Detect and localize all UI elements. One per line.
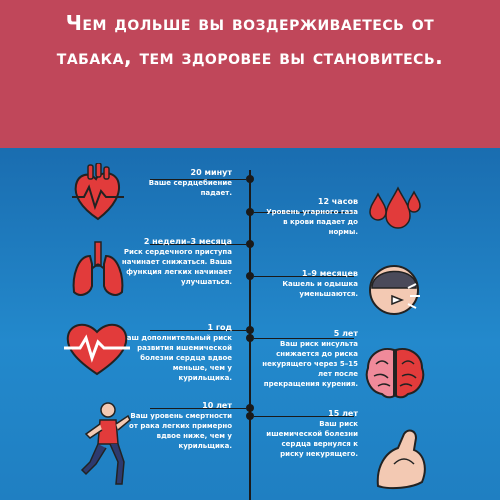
milestone-15-years: 15 лет Ваш риск ишемической болезни серд… [262, 408, 358, 459]
milestone-desc: Риск сердечного приступа начинает снижат… [121, 248, 232, 286]
milestone-desc: Кашель и одышка уменьшаются. [282, 280, 358, 298]
milestone-desc: Ваш риск ишемической болезни сердца верн… [266, 420, 358, 458]
milestone-time: 5 лет [333, 329, 358, 338]
timeline-tick [150, 408, 246, 409]
timeline-tick [150, 330, 246, 331]
milestone-desc: Ваш дополнительный риск развития ишемиче… [121, 334, 232, 382]
timeline-tick [150, 244, 246, 245]
milestone-time: 15 лет [328, 409, 358, 418]
timeline-dot [246, 272, 254, 280]
milestone-time: 12 часов [317, 197, 358, 206]
timeline-dot [246, 404, 254, 412]
page-title: Чем дольше вы воздерживаетесь от табака,… [56, 11, 444, 69]
milestone-desc: Ваш уровень смертности от рака легких пр… [129, 412, 232, 450]
timeline-dot [246, 240, 254, 248]
milestone-1-year: 1 год Ваш дополнительный риск развития и… [120, 322, 232, 383]
flexed-arm-icon [376, 429, 426, 490]
timeline-dot [246, 326, 254, 334]
header-banner [0, 0, 500, 148]
timeline-tick [150, 179, 246, 180]
milestone-time: 1–9 месяцев [301, 269, 358, 278]
milestone-time: 10 лет [202, 401, 232, 410]
runner-icon [80, 402, 131, 485]
milestone-10-years: 10 лет Ваш уровень смертности от рака ле… [120, 400, 232, 451]
timeline-dot [246, 412, 254, 420]
coughing-person-icon [369, 265, 420, 315]
timeline-dot [246, 334, 254, 342]
timeline-tick [254, 212, 354, 213]
milestone-time: 1 год [207, 323, 233, 332]
timeline-tick [254, 416, 354, 417]
milestone-time: 20 минут [190, 168, 232, 177]
heart-organ-icon [72, 163, 124, 221]
brain-icon [365, 348, 425, 399]
milestone-20-min: 20 минут Ваше сердцебиение падает. [120, 167, 232, 198]
timeline-dot [246, 208, 254, 216]
timeline-tick [254, 276, 354, 277]
milestone-1-9-months: 1–9 месяцев Кашель и одышка уменьшаются. [262, 268, 358, 299]
lungs-icon [72, 241, 124, 296]
milestone-5-years: 5 лет Ваш риск инсульта снижается до рис… [262, 328, 358, 389]
heart-pulse-icon [64, 323, 130, 376]
milestone-time: 2 недели–3 месяца [143, 237, 232, 246]
milestone-2-weeks: 2 недели–3 месяца Риск сердечного присту… [120, 236, 232, 287]
milestone-desc: Ваше сердцебиение падает. [148, 179, 232, 197]
timeline-dot [246, 175, 254, 183]
blood-drops-icon [369, 186, 421, 229]
milestone-desc: Ваш риск инсульта снижается до риска нек… [262, 340, 358, 388]
milestone-desc: Уровень угарного газа в крови падает до … [266, 208, 358, 236]
timeline-tick [254, 338, 354, 339]
milestone-12-hours: 12 часов Уровень угарного газа в крови п… [262, 196, 358, 237]
